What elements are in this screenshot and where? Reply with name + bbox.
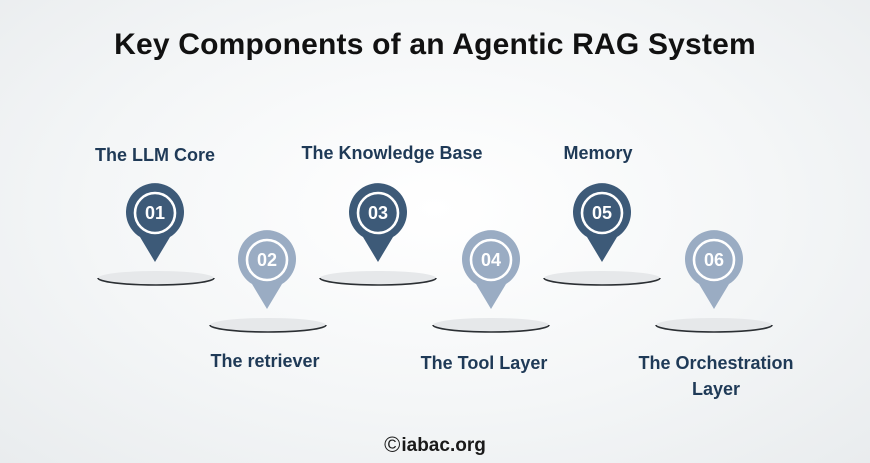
component-label-06: The Orchestration Layer: [638, 353, 794, 399]
pin-ring: [245, 238, 289, 282]
pin-body: [573, 183, 631, 262]
pin-ring: [692, 238, 736, 282]
platform-03: [318, 270, 438, 288]
pin-number-02: 02: [256, 250, 278, 270]
map-pin-icon-05: 05: [572, 183, 632, 264]
platform-01: [96, 270, 216, 288]
pin-number-04: 04: [480, 250, 502, 270]
pin-number-05: 05: [591, 203, 613, 223]
platform-06: [654, 317, 774, 335]
diagram-title: Key Components of an Agentic RAG System: [114, 28, 756, 61]
pin-body: [349, 183, 407, 262]
component-label-01: The LLM Core: [95, 145, 215, 165]
platform-05: [542, 270, 662, 288]
pin-ring: [580, 191, 624, 235]
map-pin-icon-04: 04: [461, 230, 521, 311]
copyright-icon: ©: [384, 432, 401, 457]
platform-02: [208, 317, 328, 335]
map-pin-icon-03: 03: [348, 183, 408, 264]
component-label-04: The Tool Layer: [420, 353, 548, 373]
pin-ring: [356, 191, 400, 235]
component-label-03: The Knowledge Base: [301, 143, 483, 163]
pin-body: [462, 230, 520, 309]
platform-04: [431, 317, 551, 335]
pin-body: [126, 183, 184, 262]
pin-ring: [469, 238, 513, 282]
pin-number-03: 03: [367, 203, 389, 223]
component-label-05: Memory: [563, 143, 633, 163]
map-pin-icon-01: 01: [125, 183, 185, 264]
map-pin-icon-06: 06: [684, 230, 744, 311]
map-pin-icon-02: 02: [237, 230, 297, 311]
pin-number-01: 01: [144, 203, 166, 223]
footer-watermark: ©iabac.org: [0, 432, 870, 459]
footer-brand: iabac.org: [401, 435, 486, 456]
pin-ring: [133, 191, 177, 235]
component-label-02: The retriever: [210, 351, 320, 371]
pin-body: [685, 230, 743, 309]
pin-number-06: 06: [703, 250, 725, 270]
pin-body: [238, 230, 296, 309]
